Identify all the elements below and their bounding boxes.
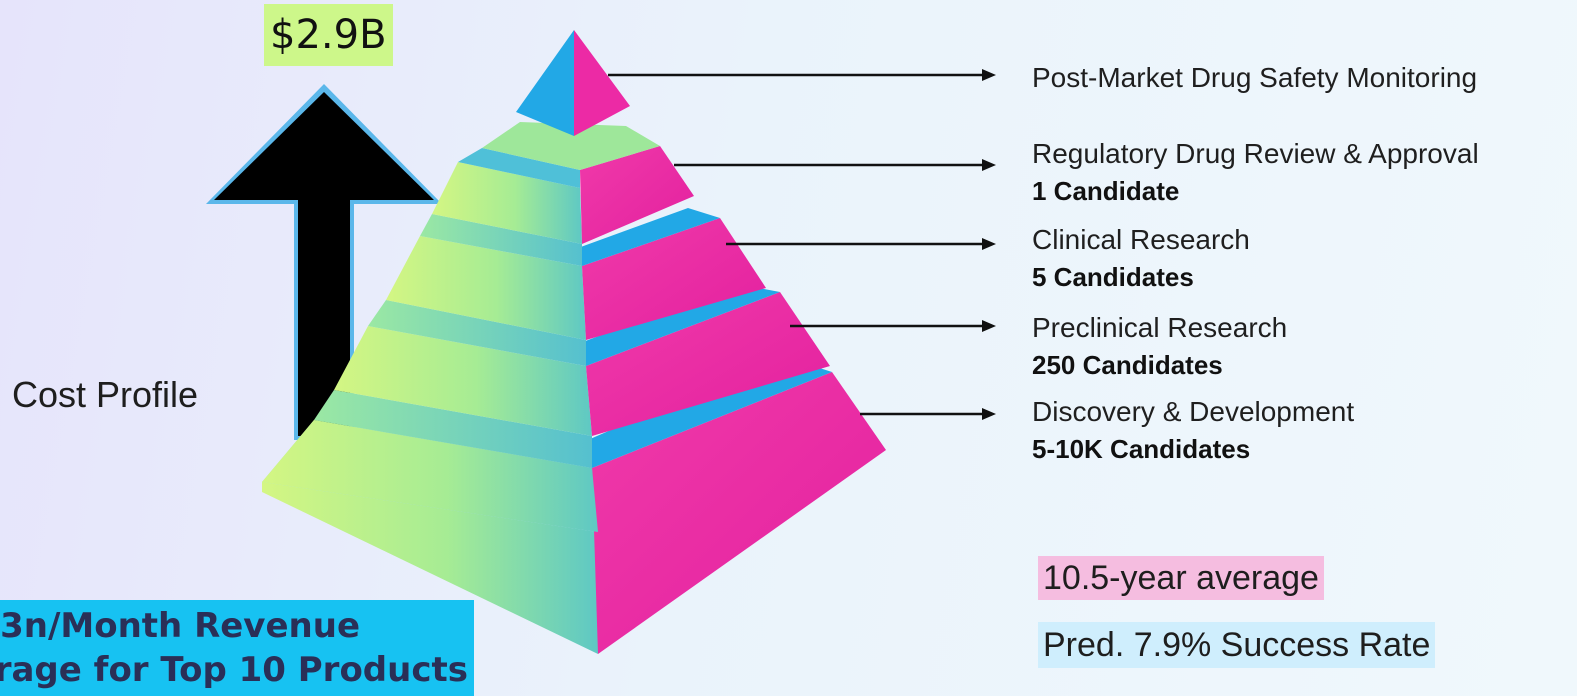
- revenue-callout: 3n/Month Revenue rage for Top 10 Product…: [0, 600, 474, 696]
- up-arrow-fill: [214, 92, 434, 436]
- tier-4-right-face: [586, 292, 830, 436]
- tier-3-ledge: [368, 300, 586, 366]
- tier-4-top-face: [556, 284, 780, 366]
- tier-2-ledge: [420, 214, 582, 266]
- stage-count-discovery: 5-10K Candidates: [1032, 434, 1251, 464]
- stage-name-clinical: Clinical Research: [1032, 224, 1250, 255]
- pointer-arrows: [608, 73, 984, 416]
- revenue-line-1: 3n/Month Revenue: [0, 606, 360, 646]
- tier-2-top-face: [482, 122, 660, 170]
- tier-3-right-face: [582, 218, 766, 340]
- cost-profile-label: Cost Profile: [12, 374, 199, 415]
- tier-5-right-face: [592, 372, 886, 654]
- tier-2-right-face: [580, 146, 694, 244]
- tier-5-left-face: [262, 482, 598, 654]
- revenue-line-2: rage for Top 10 Products: [0, 650, 468, 690]
- stage-name-post-market: Post-Market Drug Safety Monitoring: [1032, 62, 1478, 93]
- stage-count-regulatory: 1 Candidate: [1032, 176, 1180, 206]
- pointer-arrowheads: [982, 69, 996, 420]
- tier-3-front: [386, 236, 586, 340]
- cost-figure: $2.9B: [264, 4, 393, 66]
- tier-5-front: [262, 420, 598, 532]
- stage-name-discovery: Discovery & Development: [1032, 396, 1355, 427]
- stage-count-clinical: 5 Candidates: [1032, 262, 1194, 292]
- tier-2-front: [432, 162, 582, 244]
- stage-name-preclinical: Preclinical Research: [1032, 312, 1288, 343]
- tier-4-left-face: [314, 390, 592, 468]
- tier-4-front: [334, 326, 592, 436]
- tier-1-left-face: [516, 30, 574, 136]
- average-duration: 10.5-year average: [1038, 556, 1324, 600]
- stage-name-regulatory: Regulatory Drug Review & Approval: [1032, 138, 1479, 169]
- tier-1-right-face: [574, 30, 630, 136]
- stage-count-preclinical: 250 Candidates: [1032, 350, 1223, 380]
- tier-2-top-band: [458, 148, 580, 188]
- success-rate: Pred. 7.9% Success Rate: [1038, 622, 1436, 668]
- tier-3-top-face: [556, 208, 720, 266]
